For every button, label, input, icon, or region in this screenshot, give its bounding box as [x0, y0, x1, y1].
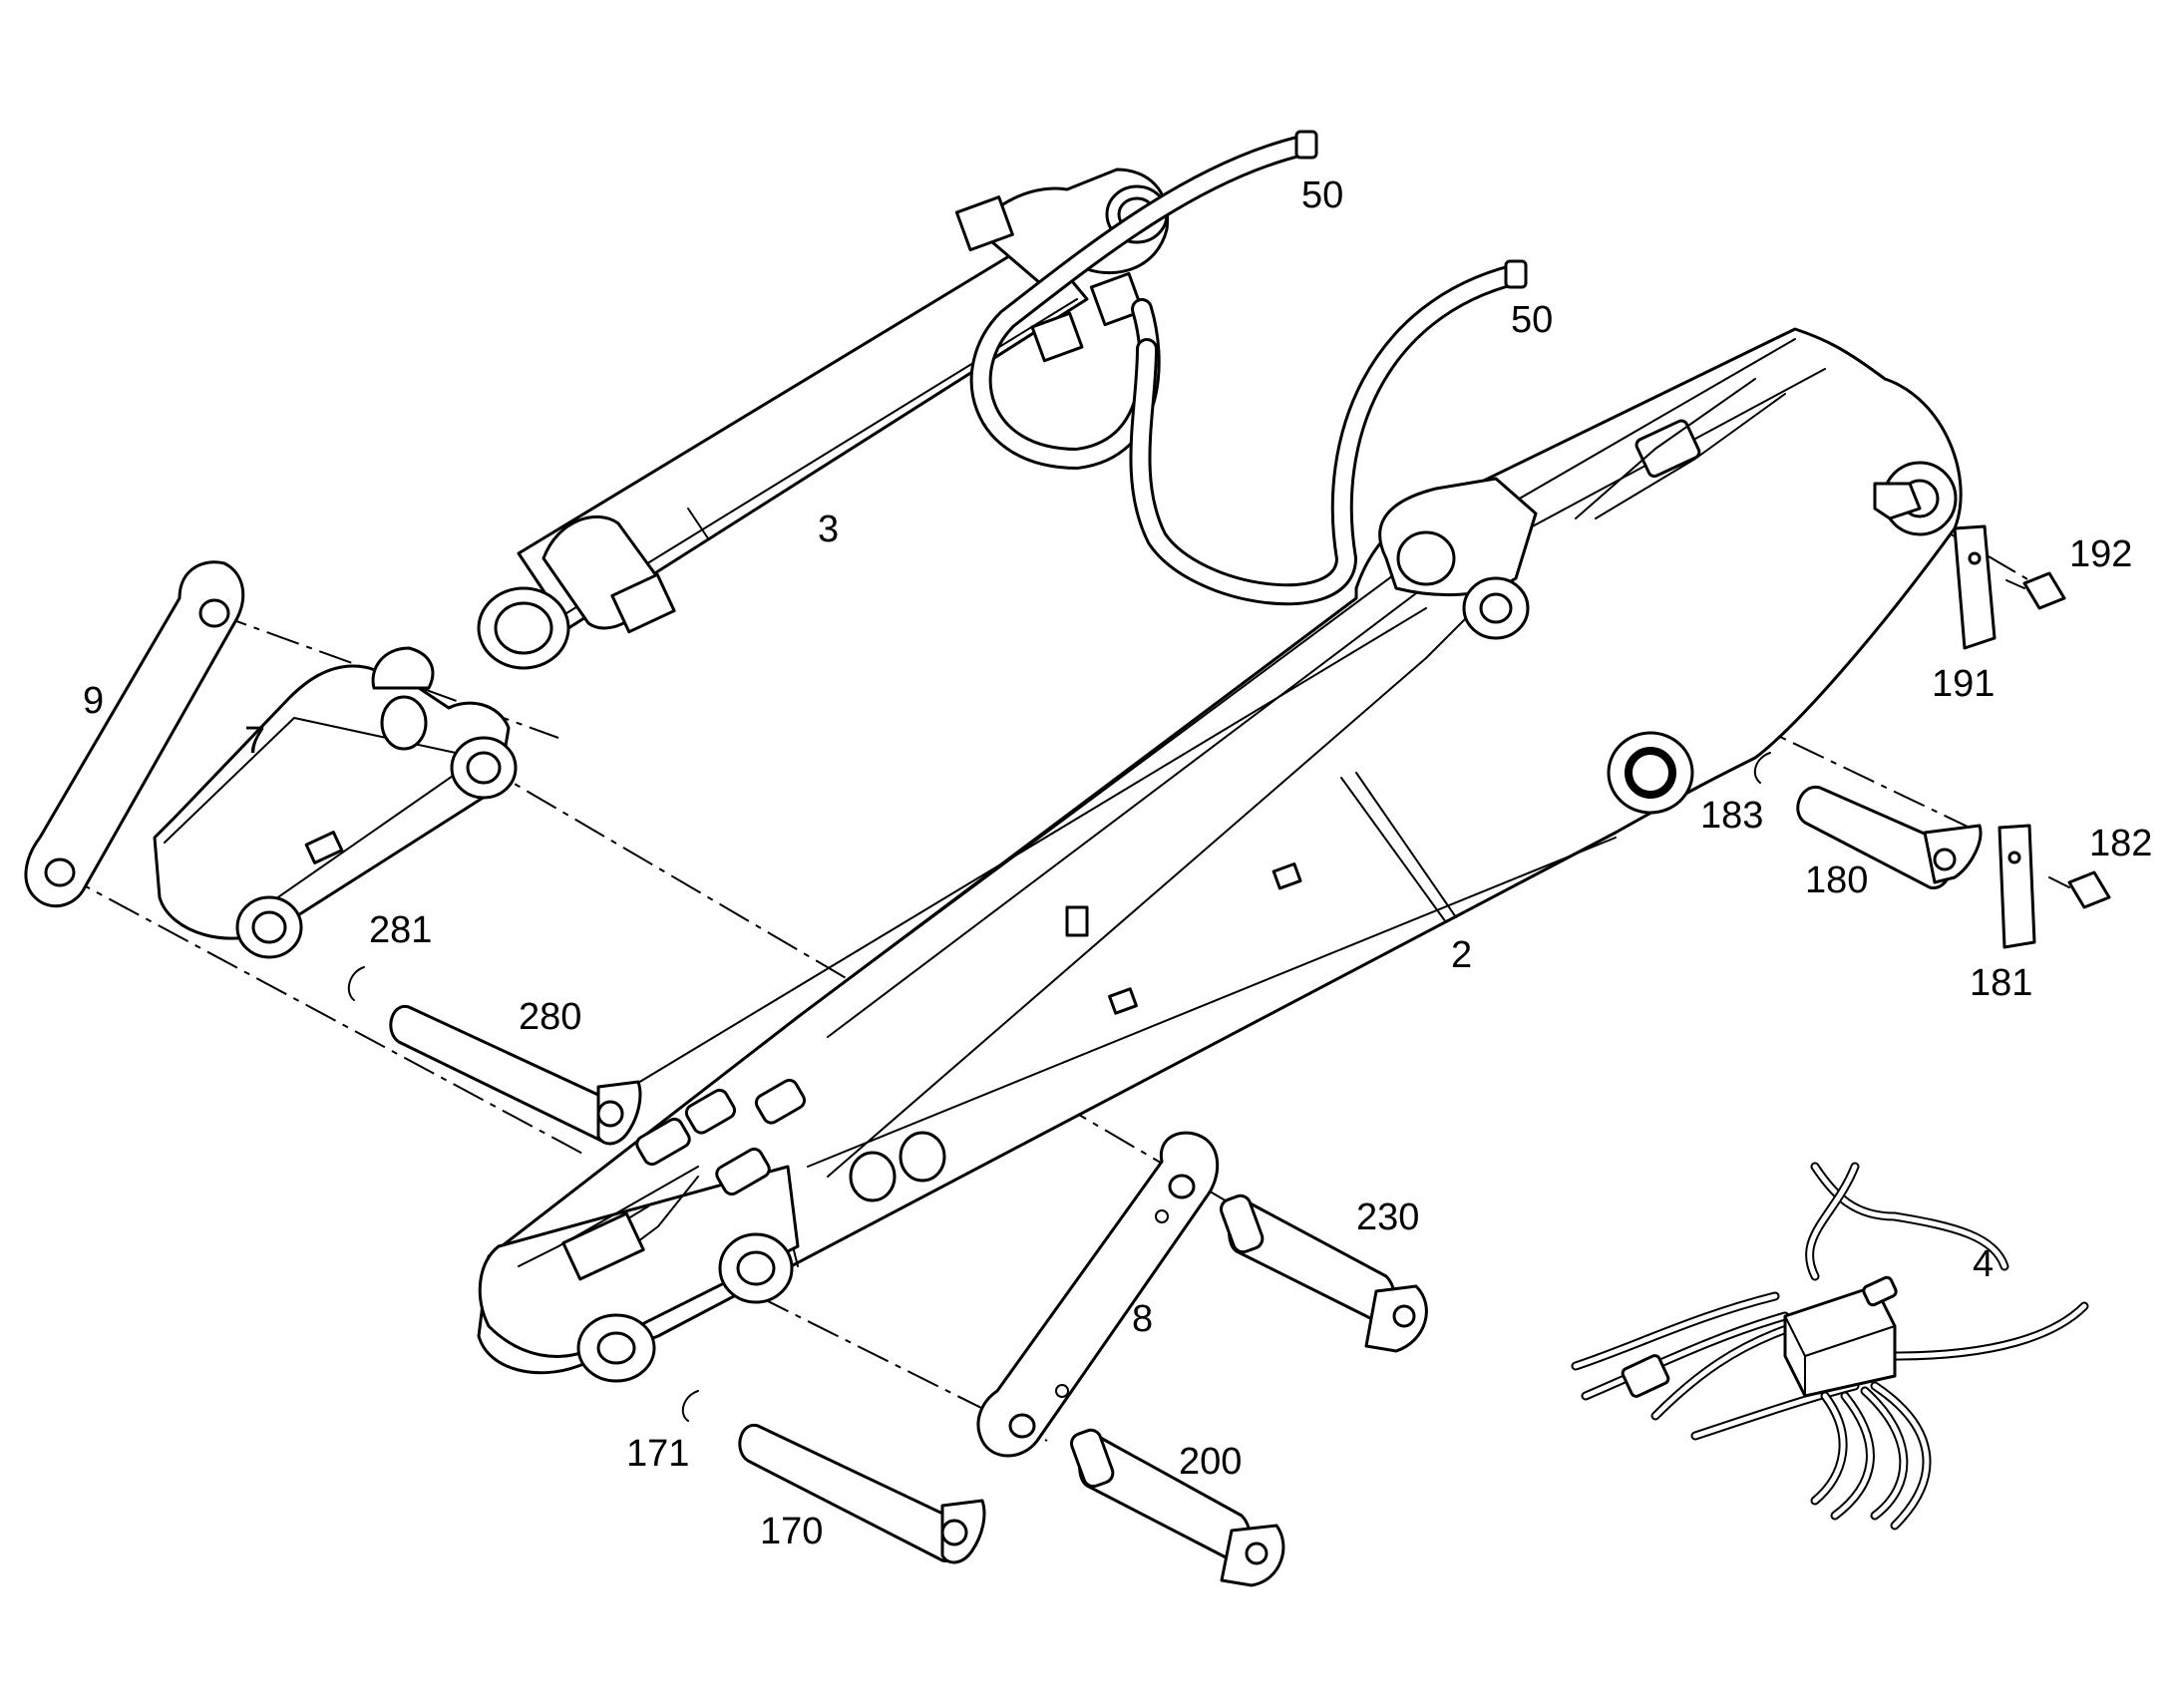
callout-183: 183: [1700, 795, 1763, 837]
part-170-pin: [738, 1424, 986, 1564]
callout-280: 280: [519, 996, 581, 1038]
part-4-valve-assembly: [1571, 1162, 2089, 1531]
part-9-link: [24, 560, 245, 908]
part-192-bolt: [2005, 571, 2066, 610]
callout-180: 180: [1805, 859, 1868, 901]
callout-281: 281: [369, 909, 432, 951]
callout-4: 4: [1973, 1243, 1994, 1285]
part-2-arm: [477, 327, 1963, 1383]
part-180-pin: [1796, 786, 1983, 889]
part-3-cylinder: [477, 168, 1170, 670]
callout-8: 8: [1132, 1298, 1153, 1340]
callout-50-lower: 50: [1511, 299, 1553, 341]
callout-230: 230: [1356, 1196, 1419, 1238]
callout-170: 170: [760, 1511, 823, 1552]
part-191-plate: [1953, 524, 1997, 650]
callout-2: 2: [1451, 934, 1472, 976]
callout-191: 191: [1932, 663, 1995, 705]
part-281-ring: [347, 966, 365, 1001]
callout-200: 200: [1179, 1441, 1242, 1483]
callout-labels: 50 50 3 9 7 2 281 280 192 191 183 182 18…: [83, 174, 2152, 1552]
callout-9: 9: [83, 680, 104, 722]
callout-192: 192: [2069, 533, 2132, 575]
callout-181: 181: [1970, 962, 2032, 1004]
part-181-plate: [1998, 824, 2036, 949]
valve-cluster: [561, 1078, 806, 1281]
part-8-link: [976, 1131, 1220, 1458]
callout-3: 3: [818, 509, 839, 550]
callout-7: 7: [244, 720, 265, 762]
part-171-ring: [681, 1390, 699, 1422]
part-50-hoses: [969, 130, 1528, 606]
callout-171: 171: [626, 1433, 689, 1475]
callout-182: 182: [2089, 823, 2152, 864]
part-230-pin: [1219, 1194, 1428, 1353]
part-200-pin: [1069, 1428, 1285, 1587]
part-182-bolt: [2048, 870, 2111, 909]
part-280-pin: [389, 1005, 642, 1146]
part-7-rocker: [153, 646, 518, 959]
callout-50-top: 50: [1301, 174, 1343, 216]
part-183-ring: [1753, 752, 1771, 784]
